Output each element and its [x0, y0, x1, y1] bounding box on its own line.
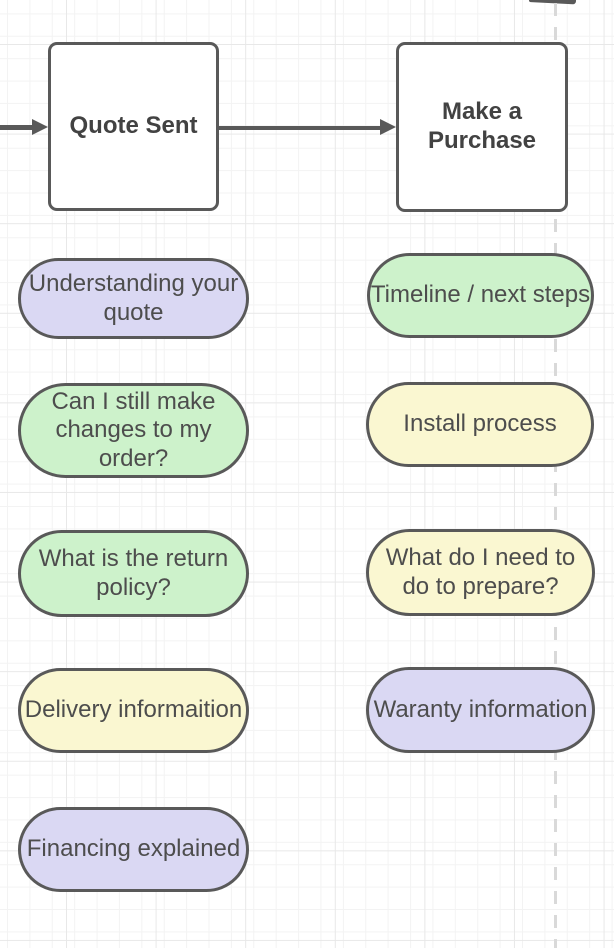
topic-pill-install-process[interactable]: Install process — [366, 382, 594, 467]
arrowhead-icon — [380, 119, 396, 135]
topic-pill-waranty-information[interactable]: Waranty information — [366, 667, 595, 753]
arrowhead-icon — [32, 118, 48, 135]
topic-pill-delivery-information[interactable]: Delivery informaition — [18, 668, 249, 753]
topic-pill-financing-explained[interactable]: Financing explained — [18, 807, 249, 892]
flow-node-make-a-purchase[interactable]: Make a Purchase — [396, 42, 568, 212]
connector-arrow-quote-to-purchase[interactable] — [219, 125, 382, 130]
topic-pill-what-is-the-return-policy[interactable]: What is the return policy? — [18, 530, 249, 617]
offscreen-connector-segment[interactable] — [528, 0, 577, 5]
topic-pill-can-i-still-make-changes[interactable]: Can I still make changes to my order? — [18, 383, 249, 478]
topic-pill-understanding-your-quote[interactable]: Understanding your quote — [18, 258, 249, 339]
topic-pill-timeline-next-steps[interactable]: Timeline / next steps — [367, 253, 594, 338]
connector-arrow-into-quote-sent[interactable] — [0, 125, 34, 130]
flow-node-quote-sent[interactable]: Quote Sent — [48, 42, 219, 211]
page-boundary-dashed-line — [554, 0, 557, 948]
topic-pill-what-do-i-need-to-prepare[interactable]: What do I need to do to prepare? — [366, 529, 595, 616]
